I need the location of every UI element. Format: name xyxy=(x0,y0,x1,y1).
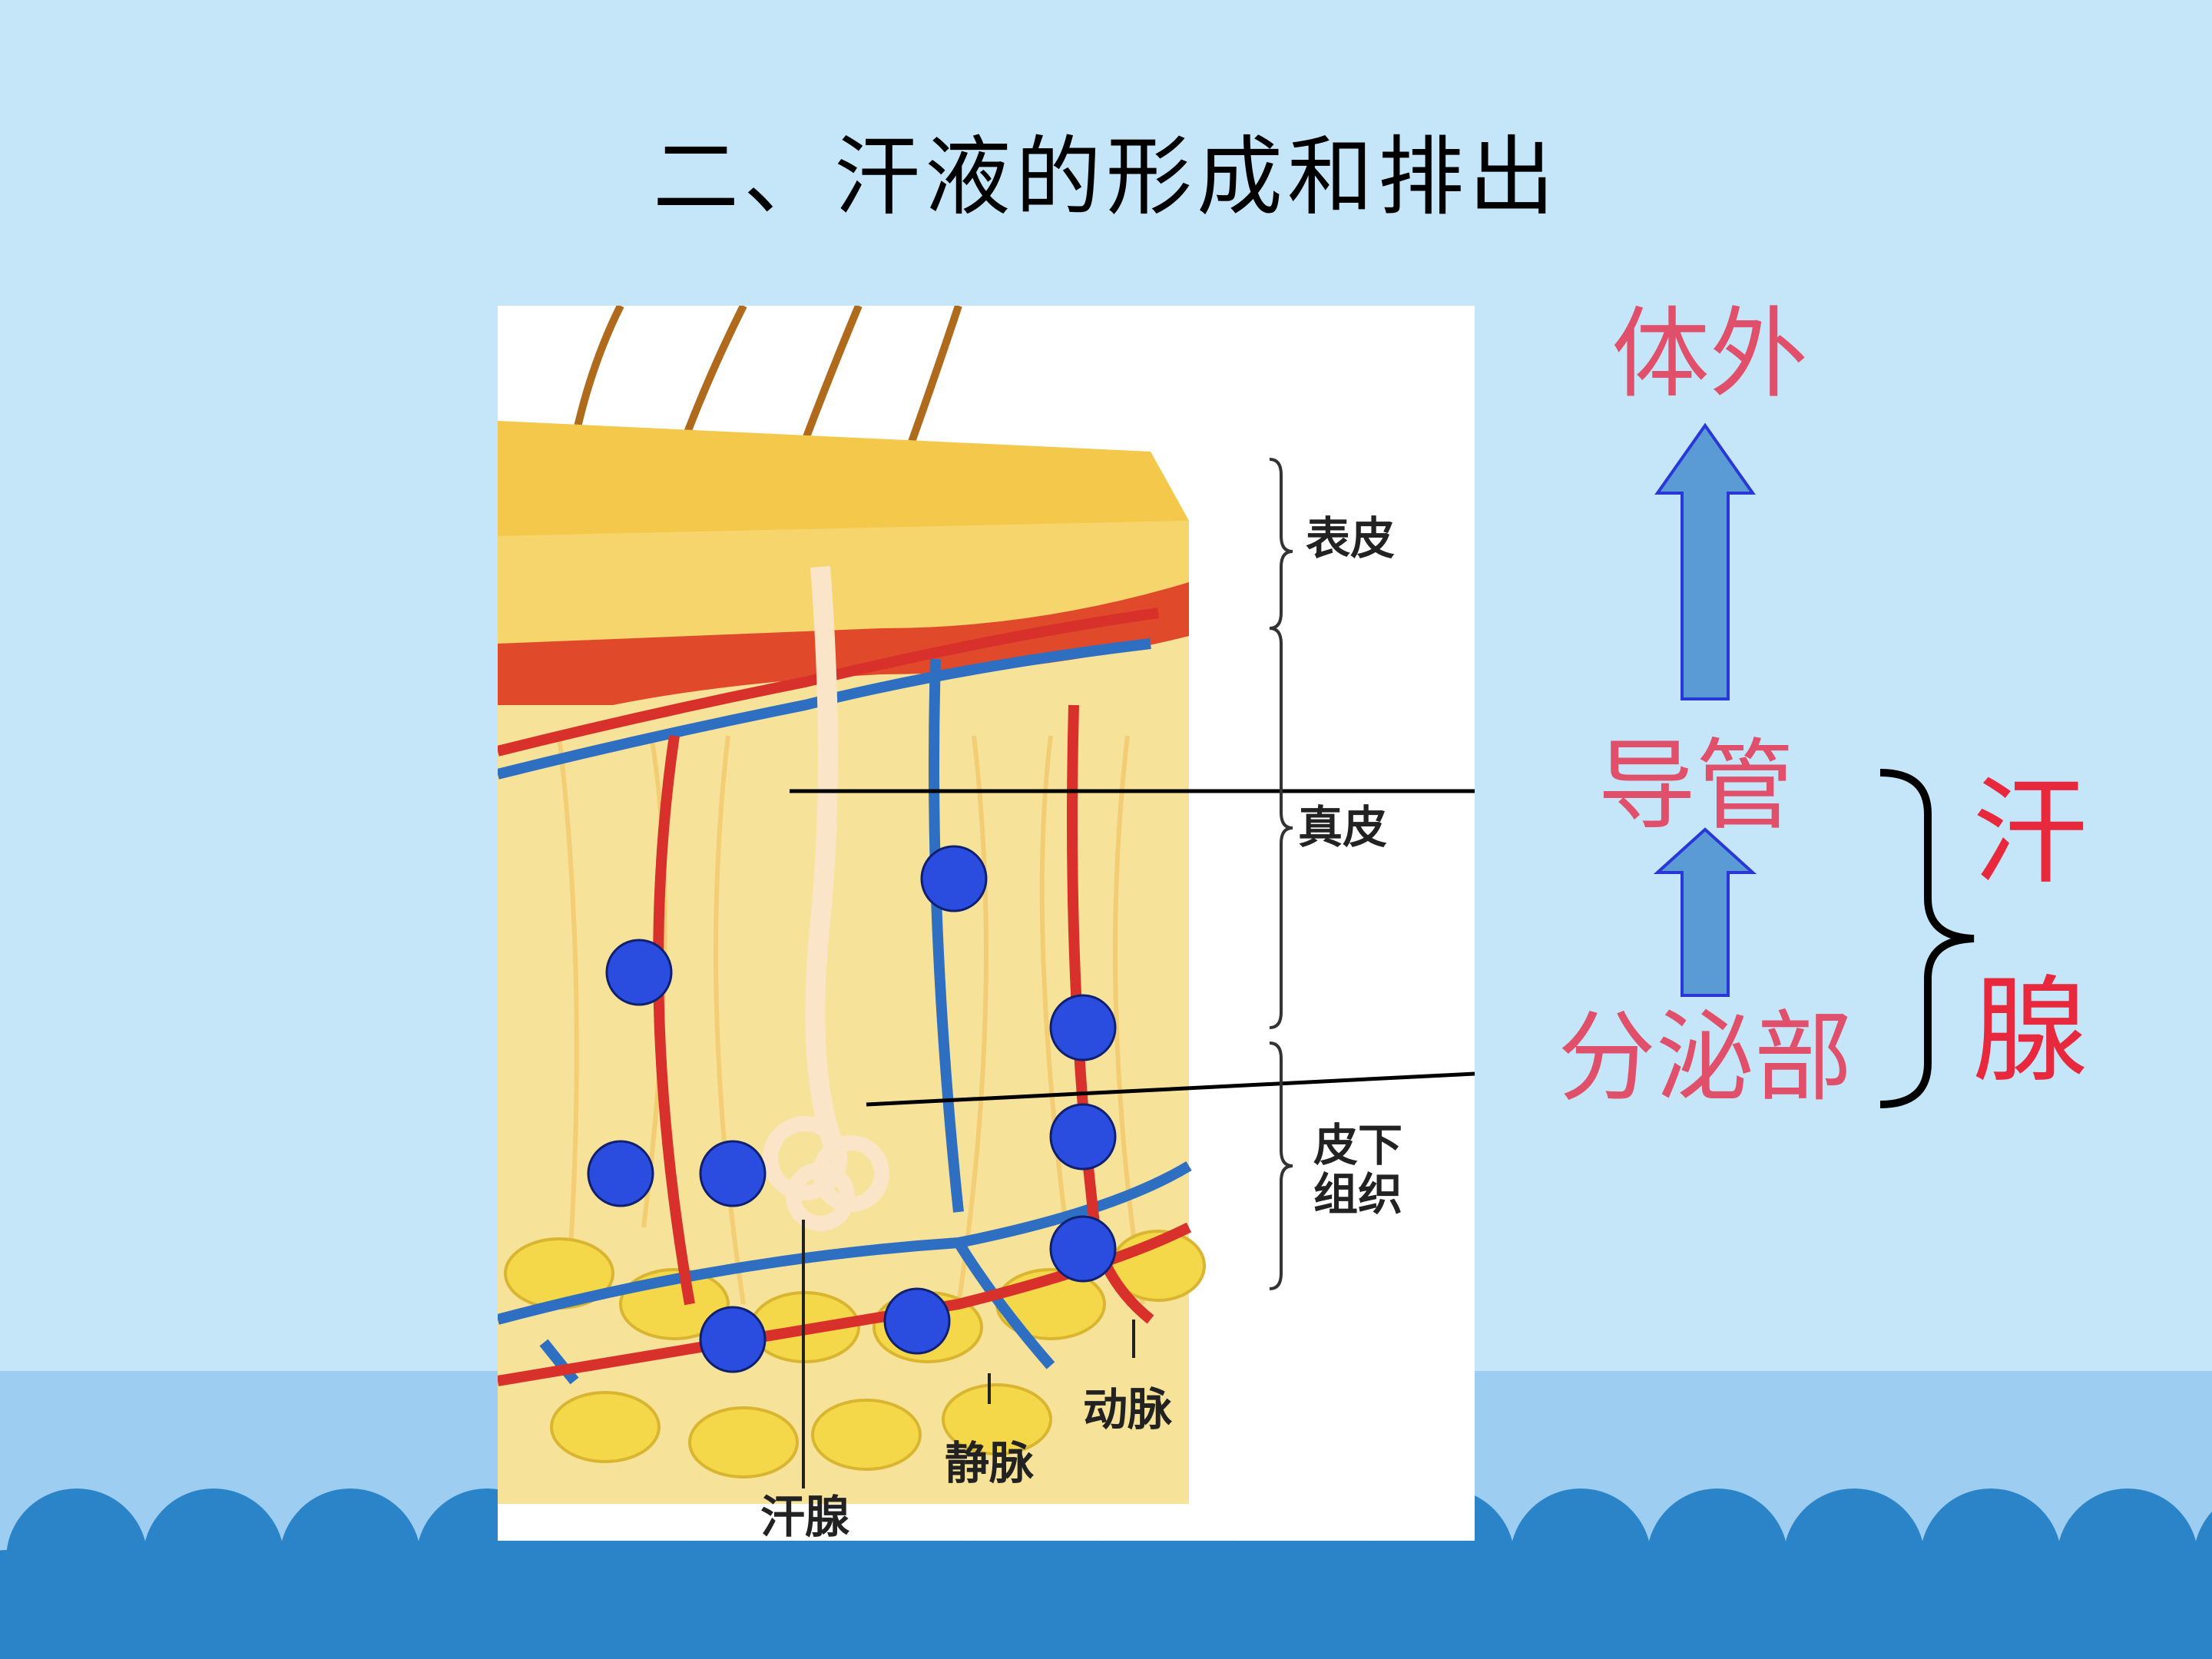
leader-lines xyxy=(802,1220,1135,1488)
epidermis-layer xyxy=(498,421,1189,536)
label-dermis: 真皮 xyxy=(1298,801,1388,853)
secretory-coil xyxy=(763,1116,889,1231)
blood-cell xyxy=(1049,1103,1117,1171)
label-subcutaneous: 皮下 组织 xyxy=(1313,1119,1403,1220)
blood-cell xyxy=(699,1306,767,1373)
veins xyxy=(498,638,1192,1385)
blood-cells xyxy=(587,845,1117,1373)
blood-cell xyxy=(1049,1215,1117,1283)
label-outside: 体外 xyxy=(1611,297,1809,412)
blood-cell xyxy=(883,1287,951,1355)
label-gland-char-1: 汗 xyxy=(1972,767,2088,900)
sweat-duct xyxy=(805,566,846,1154)
label-gland-char-2: 腺 xyxy=(1972,965,2088,1098)
secretory-pointer xyxy=(866,1071,1475,1107)
red-layer xyxy=(498,582,1189,705)
epidermis-front xyxy=(498,521,1189,644)
label-epidermis: 表皮 xyxy=(1306,512,1396,565)
label-duct: 导管 xyxy=(1598,729,1795,843)
wave-base xyxy=(0,1613,2212,1659)
blood-cell xyxy=(920,845,988,912)
skin-diagram xyxy=(498,306,1475,1541)
label-vein: 静脉 xyxy=(945,1437,1035,1489)
label-secretory: 分泌部 xyxy=(1558,1001,1853,1115)
label-sweat-gland: 汗腺 xyxy=(760,1491,850,1543)
blood-cell xyxy=(1049,994,1117,1061)
blood-cell xyxy=(605,939,673,1006)
label-artery: 动脉 xyxy=(1083,1383,1173,1435)
page-title: 二、汗液的形成和排出 xyxy=(653,127,1559,227)
blood-cell xyxy=(699,1140,767,1207)
blood-cell xyxy=(587,1140,654,1207)
layer-braces xyxy=(1269,458,1293,1290)
